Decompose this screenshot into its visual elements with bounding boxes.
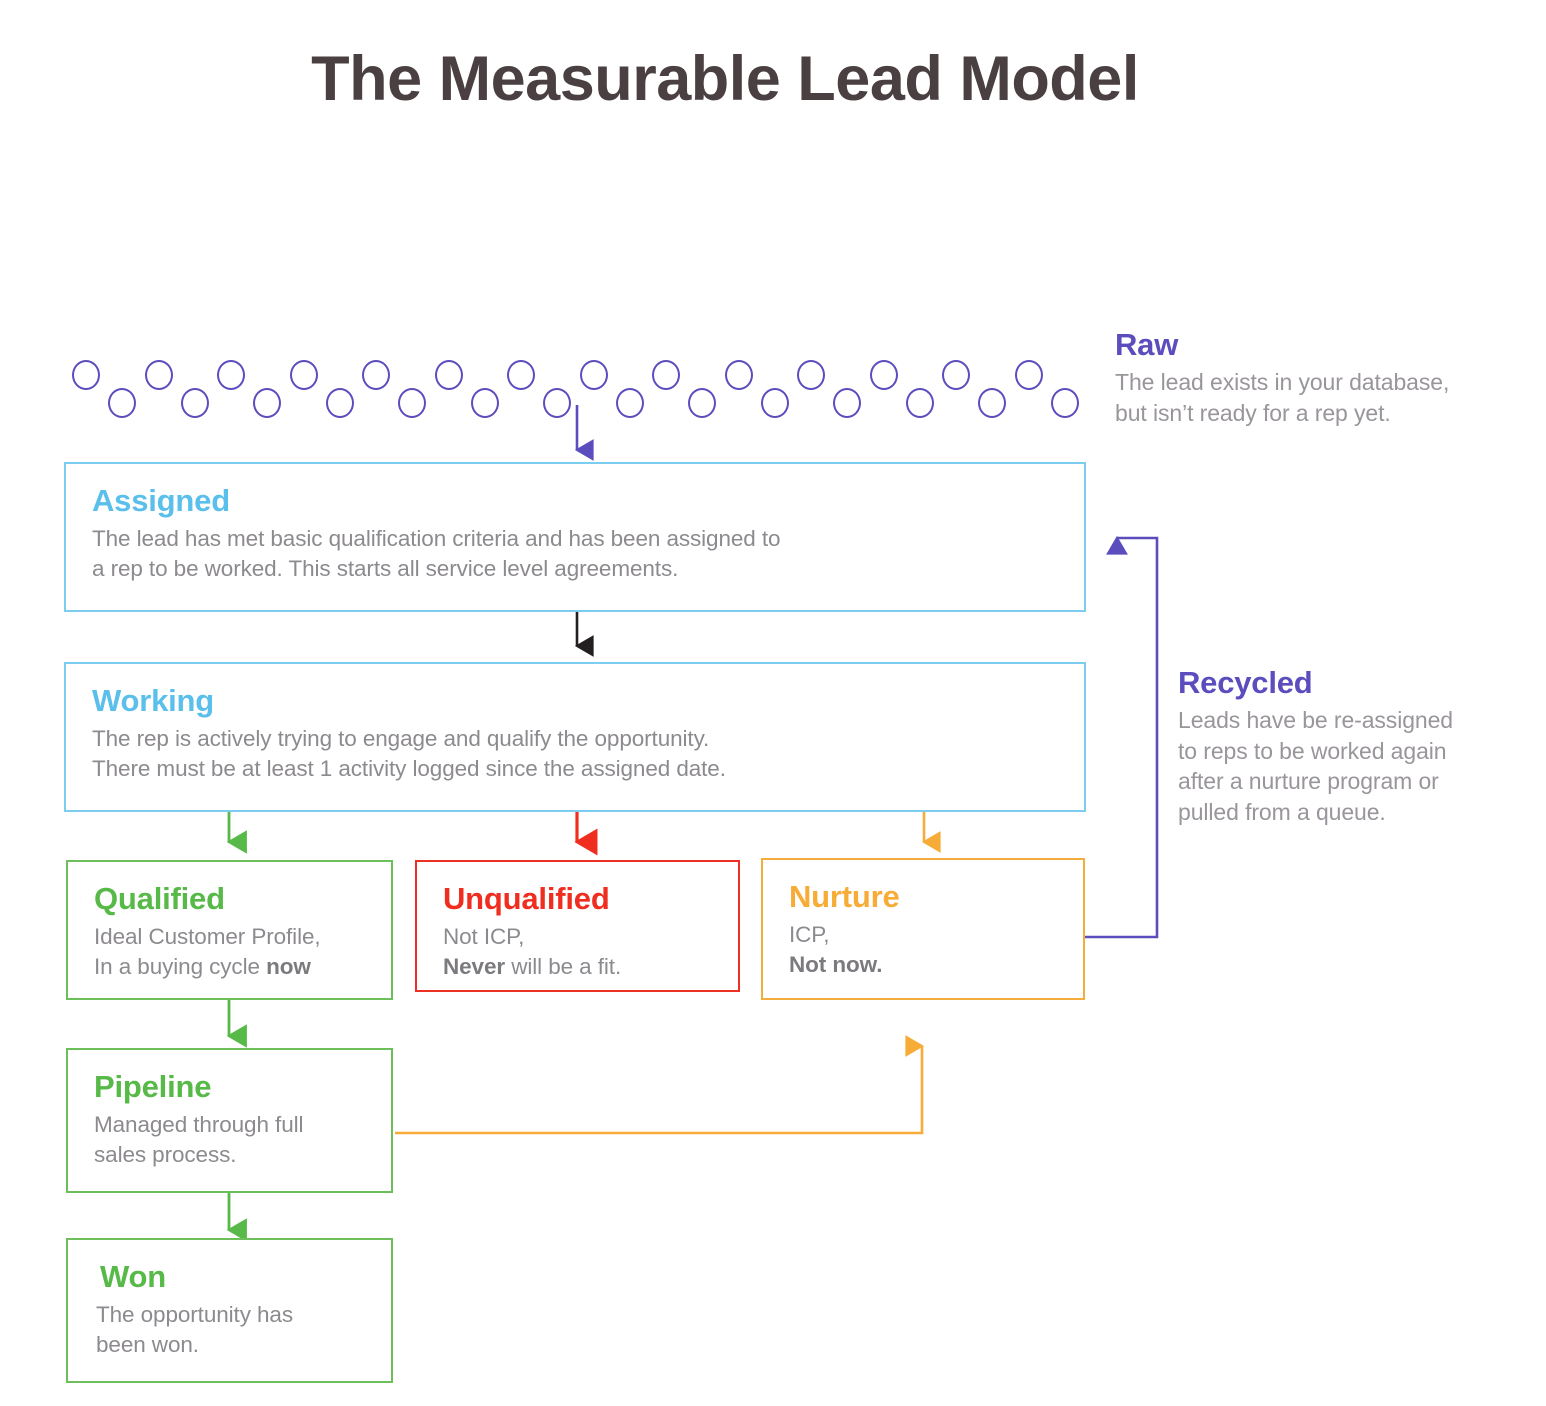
raw-lead-circle xyxy=(688,388,716,418)
stage-box-unqualified[interactable]: Unqualified Not ICP, Never will be a fit… xyxy=(415,860,740,992)
raw-lead-circle xyxy=(325,388,354,418)
note-raw-title: Raw xyxy=(1115,327,1179,362)
stage-desc-won-line2: been won. xyxy=(96,1331,199,1357)
connector-nurture-to-assigned-recycled xyxy=(1083,535,1159,939)
stage-desc-nurture: ICP, Not now. xyxy=(789,920,1083,979)
raw-lead-circle xyxy=(797,360,825,390)
stage-desc-pipeline: Managed through full sales process. xyxy=(94,1110,391,1169)
raw-lead-circle xyxy=(543,388,571,418)
stage-desc-unqualified-line2: Never will be a fit. xyxy=(443,952,738,982)
page-title: The Measurable Lead Model xyxy=(311,44,1139,114)
stage-title-unqualified: Unqualified xyxy=(443,881,610,916)
note-raw-body-line2: but isn’t ready for a rep yet. xyxy=(1115,399,1391,426)
stage-desc-unqualified-line2-bold: Never xyxy=(443,953,506,979)
raw-lead-circle xyxy=(180,388,209,418)
raw-lead-circle xyxy=(978,388,1006,418)
raw-lead-circle xyxy=(942,360,970,390)
raw-lead-circle xyxy=(652,360,680,390)
stage-desc-assigned-line2: a rep to be worked. This starts all serv… xyxy=(92,555,679,581)
raw-lead-circle xyxy=(108,388,136,418)
stage-desc-assigned-line1: The lead has met basic qualification cri… xyxy=(92,526,781,552)
raw-lead-circle xyxy=(579,360,608,390)
note-recycled-body-line2: to reps to be worked again xyxy=(1178,737,1447,764)
stage-desc-qualified-line2-pre: In a buying cycle xyxy=(94,953,267,979)
stage-desc-working: The rep is actively trying to engage and… xyxy=(92,724,1084,783)
stage-desc-qualified: Ideal Customer Profile, In a buying cycl… xyxy=(94,922,391,981)
stage-desc-pipeline-line2: sales process. xyxy=(94,1141,237,1167)
stage-desc-qualified-line2-bold: now xyxy=(266,953,311,979)
raw-lead-circle xyxy=(760,388,789,418)
stage-title-nurture: Nurture xyxy=(789,879,900,914)
stage-title-working: Working xyxy=(92,683,215,718)
stage-box-qualified[interactable]: Qualified Ideal Customer Profile, In a b… xyxy=(66,860,393,1000)
stage-title-pipeline: Pipeline xyxy=(94,1069,212,1104)
stage-desc-unqualified: Not ICP, Never will be a fit. xyxy=(443,922,738,981)
stage-desc-won-line1: The opportunity has xyxy=(96,1302,293,1328)
note-recycled-body: Leads have be re-assigned to reps to be … xyxy=(1178,705,1518,827)
raw-lead-circle xyxy=(905,388,934,418)
stage-box-nurture[interactable]: Nurture ICP, Not now. xyxy=(761,858,1085,1000)
stage-box-assigned[interactable]: Assigned The lead has met basic qualific… xyxy=(64,462,1086,612)
stage-box-pipeline[interactable]: Pipeline Managed through full sales proc… xyxy=(66,1048,393,1193)
stage-title-assigned: Assigned xyxy=(92,483,230,518)
raw-lead-circle xyxy=(869,360,898,390)
note-recycled: Recycled Leads have be re-assigned to re… xyxy=(1178,665,1518,827)
stage-desc-pipeline-line1: Managed through full xyxy=(94,1112,304,1138)
note-raw-body-line1: The lead exists in your database, xyxy=(1115,369,1450,396)
stage-desc-assigned: The lead has met basic qualification cri… xyxy=(92,524,1084,583)
stage-desc-qualified-line2: In a buying cycle now xyxy=(94,952,391,982)
raw-lead-circle xyxy=(72,360,100,390)
stage-title-won: Won xyxy=(100,1259,166,1294)
note-raw-body: The lead exists in your database, but is… xyxy=(1115,367,1535,428)
stage-desc-unqualified-line1: Not ICP, xyxy=(443,924,525,950)
stage-desc-nurture-line1: ICP, xyxy=(789,922,830,948)
stage-desc-nurture-line2-bold: Not now. xyxy=(789,951,883,977)
stage-desc-unqualified-line2-post: will be a fit. xyxy=(505,953,622,979)
raw-lead-circle xyxy=(398,388,426,418)
raw-lead-circle xyxy=(1014,360,1043,390)
raw-lead-circle xyxy=(833,388,861,418)
raw-lead-circle xyxy=(507,360,535,390)
raw-lead-circle xyxy=(289,360,318,390)
stage-desc-nurture-line2: Not now. xyxy=(789,950,1083,980)
raw-lead-circle xyxy=(362,360,390,390)
raw-lead-circle xyxy=(1050,388,1079,418)
stage-desc-working-line1: The rep is actively trying to engage and… xyxy=(92,726,710,752)
raw-lead-circle xyxy=(434,360,463,390)
note-raw: Raw The lead exists in your database, bu… xyxy=(1115,327,1535,428)
note-recycled-body-line3: after a nurture program or xyxy=(1178,768,1439,795)
raw-lead-circle xyxy=(144,360,173,390)
raw-lead-circle xyxy=(724,360,753,390)
raw-lead-circle xyxy=(470,388,499,418)
raw-lead-circle xyxy=(615,388,644,418)
raw-lead-circle xyxy=(253,388,281,418)
stage-box-working[interactable]: Working The rep is actively trying to en… xyxy=(64,662,1086,812)
stage-desc-working-line2: There must be at least 1 activity logged… xyxy=(92,755,726,781)
stage-title-qualified: Qualified xyxy=(94,881,225,916)
connector-pipeline-to-nurture xyxy=(395,1035,925,1135)
raw-lead-circle xyxy=(217,360,245,390)
note-recycled-body-line4: pulled from a queue. xyxy=(1178,798,1386,825)
note-recycled-body-line1: Leads have be re-assigned xyxy=(1178,707,1453,734)
note-recycled-title: Recycled xyxy=(1178,665,1313,700)
stage-box-won[interactable]: Won The opportunity has been won. xyxy=(66,1238,393,1383)
stage-desc-won: The opportunity has been won. xyxy=(96,1300,391,1359)
stage-desc-qualified-line1: Ideal Customer Profile, xyxy=(94,924,321,950)
